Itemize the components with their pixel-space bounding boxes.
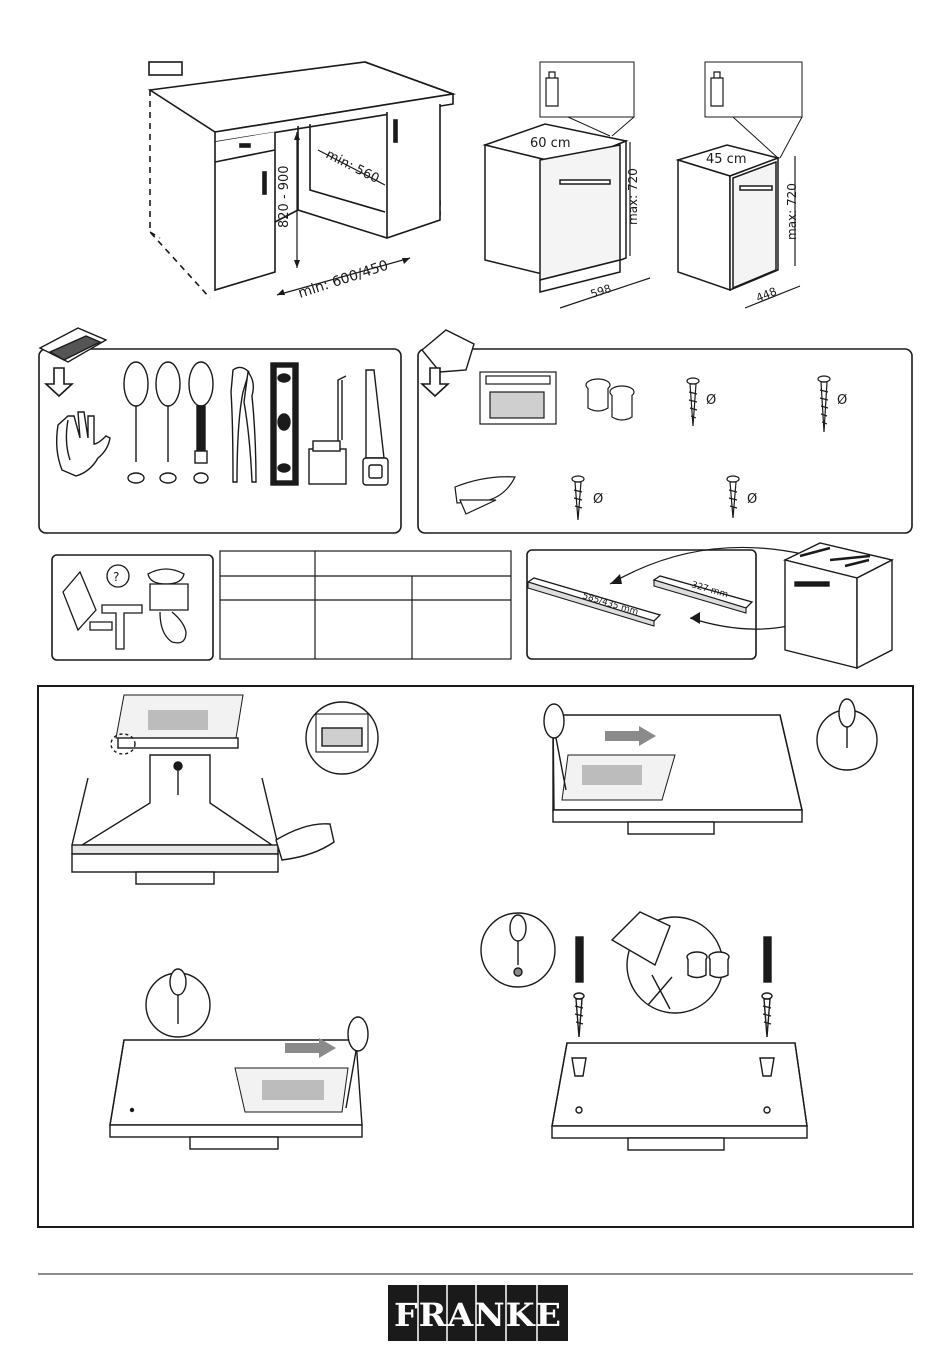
cabinet-niche-illustration [149,62,453,298]
diameter-symbol-1: Ø [706,393,716,408]
franke-logo: FRANKE [388,1285,568,1341]
screwdriver-icon-2 [348,1017,368,1051]
dishwasher-45-illustration [678,62,802,308]
screwdriver-icon [544,704,564,738]
min-depth-label: min: 600/450 [296,258,390,302]
diameter-symbol-3: Ø [593,492,603,507]
safety-info-panel: ? [52,555,213,660]
width-60-label: 60 cm [530,136,571,151]
strips-panel [527,543,892,668]
max-height-45-label: max: 720 [785,183,799,240]
max-height-60-label: max: 720 [626,168,640,225]
width-45-label: 45 cm [706,152,747,167]
svg-text:?: ? [113,570,119,584]
min-width-label: min: 560 [323,147,381,187]
mounting-template-icon [480,372,556,424]
goggles-icon [148,569,184,584]
diameter-symbol-4: Ø [747,492,757,507]
spec-table [220,551,511,659]
base-dim-598-label: 598 [589,282,613,301]
label-box [149,62,182,75]
brand-logo-text: FRANKE [394,1296,562,1334]
base-dim-448-label: 448 [754,285,778,305]
dishwasher-top-view-icon [785,543,892,668]
tools-panel [39,328,401,533]
parts-panel: Ø Ø Ø Ø [418,330,912,533]
height-range-label: 820 - 900 [277,165,292,228]
spirit-level-icon [271,363,298,485]
diameter-symbol-2: Ø [837,393,847,408]
